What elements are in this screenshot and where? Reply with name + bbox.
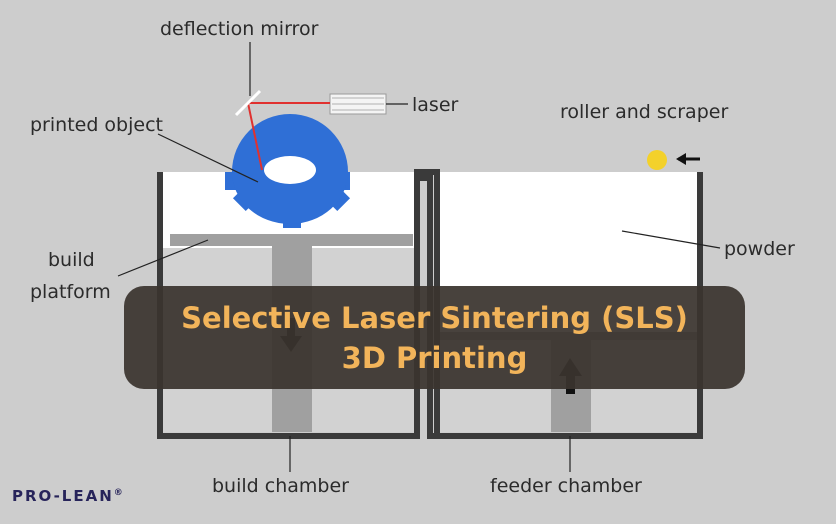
banner-title-line2: 3D Printing	[341, 340, 528, 375]
laser-device	[329, 93, 387, 115]
pointer-powder	[621, 230, 721, 249]
roller-direction-arrow	[676, 153, 700, 165]
logo-text: PRO-LEAN	[12, 487, 114, 505]
pointer-build-platform	[117, 239, 209, 277]
pro-lean-logo: PRO-LEAN®	[12, 487, 123, 505]
label-deflection-mirror: deflection mirror	[160, 18, 319, 40]
label-printed-object: printed object	[30, 114, 163, 136]
label-build-platform-line1: build	[48, 249, 95, 271]
roller	[647, 150, 667, 170]
build-chamber-wall	[157, 172, 703, 439]
gear-hole	[264, 156, 316, 184]
printed-object-gear	[225, 114, 351, 228]
build-platform	[170, 234, 413, 246]
label-build-platform-line2: platform	[30, 281, 111, 303]
label-laser: laser	[412, 94, 459, 116]
pointer-printed-object	[157, 133, 259, 183]
title-banner: Selective Laser Sintering (SLS) 3D Print…	[124, 286, 745, 389]
label-build-chamber: build chamber	[212, 475, 349, 497]
banner-title-line1: Selective Laser Sintering (SLS)	[181, 300, 688, 335]
logo-registered-mark: ®	[113, 488, 123, 498]
label-feeder-chamber: feeder chamber	[490, 475, 642, 497]
label-roller-and-scraper: roller and scraper	[560, 101, 729, 123]
deflection-mirror	[234, 89, 262, 117]
label-powder: powder	[724, 238, 795, 260]
